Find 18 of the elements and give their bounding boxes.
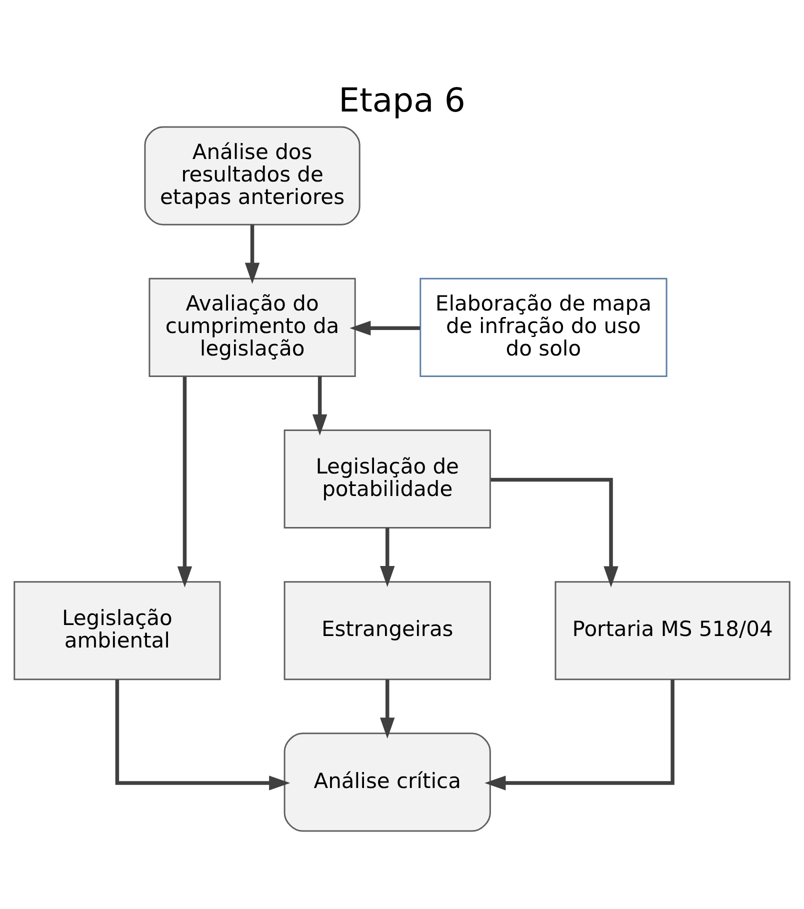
node-box: Avaliação do cumprimento da legislação — [148, 277, 356, 376]
arrow — [177, 376, 192, 587]
arrow — [312, 376, 328, 435]
node-box: Legislação ambiental — [14, 580, 221, 680]
arrow — [244, 224, 260, 284]
arrow — [380, 527, 395, 587]
arrow — [490, 477, 618, 587]
arrow — [115, 679, 290, 790]
node-box: Análise dos resultados de etapas anteriores — [144, 126, 360, 225]
node-box: Elaboração de mapa de infração do uso do solo — [420, 277, 668, 376]
node-box: Portaria MS 518/04 — [554, 580, 790, 680]
node-box: Estrangeiras — [284, 580, 491, 680]
arrow — [350, 320, 420, 336]
node-box: Legislação de potabilidade — [284, 428, 491, 528]
arrow — [380, 678, 395, 738]
node-box: Análise crítica — [284, 732, 491, 832]
diagram-title: Etapa 6 — [338, 80, 466, 119]
arrow — [484, 679, 674, 790]
